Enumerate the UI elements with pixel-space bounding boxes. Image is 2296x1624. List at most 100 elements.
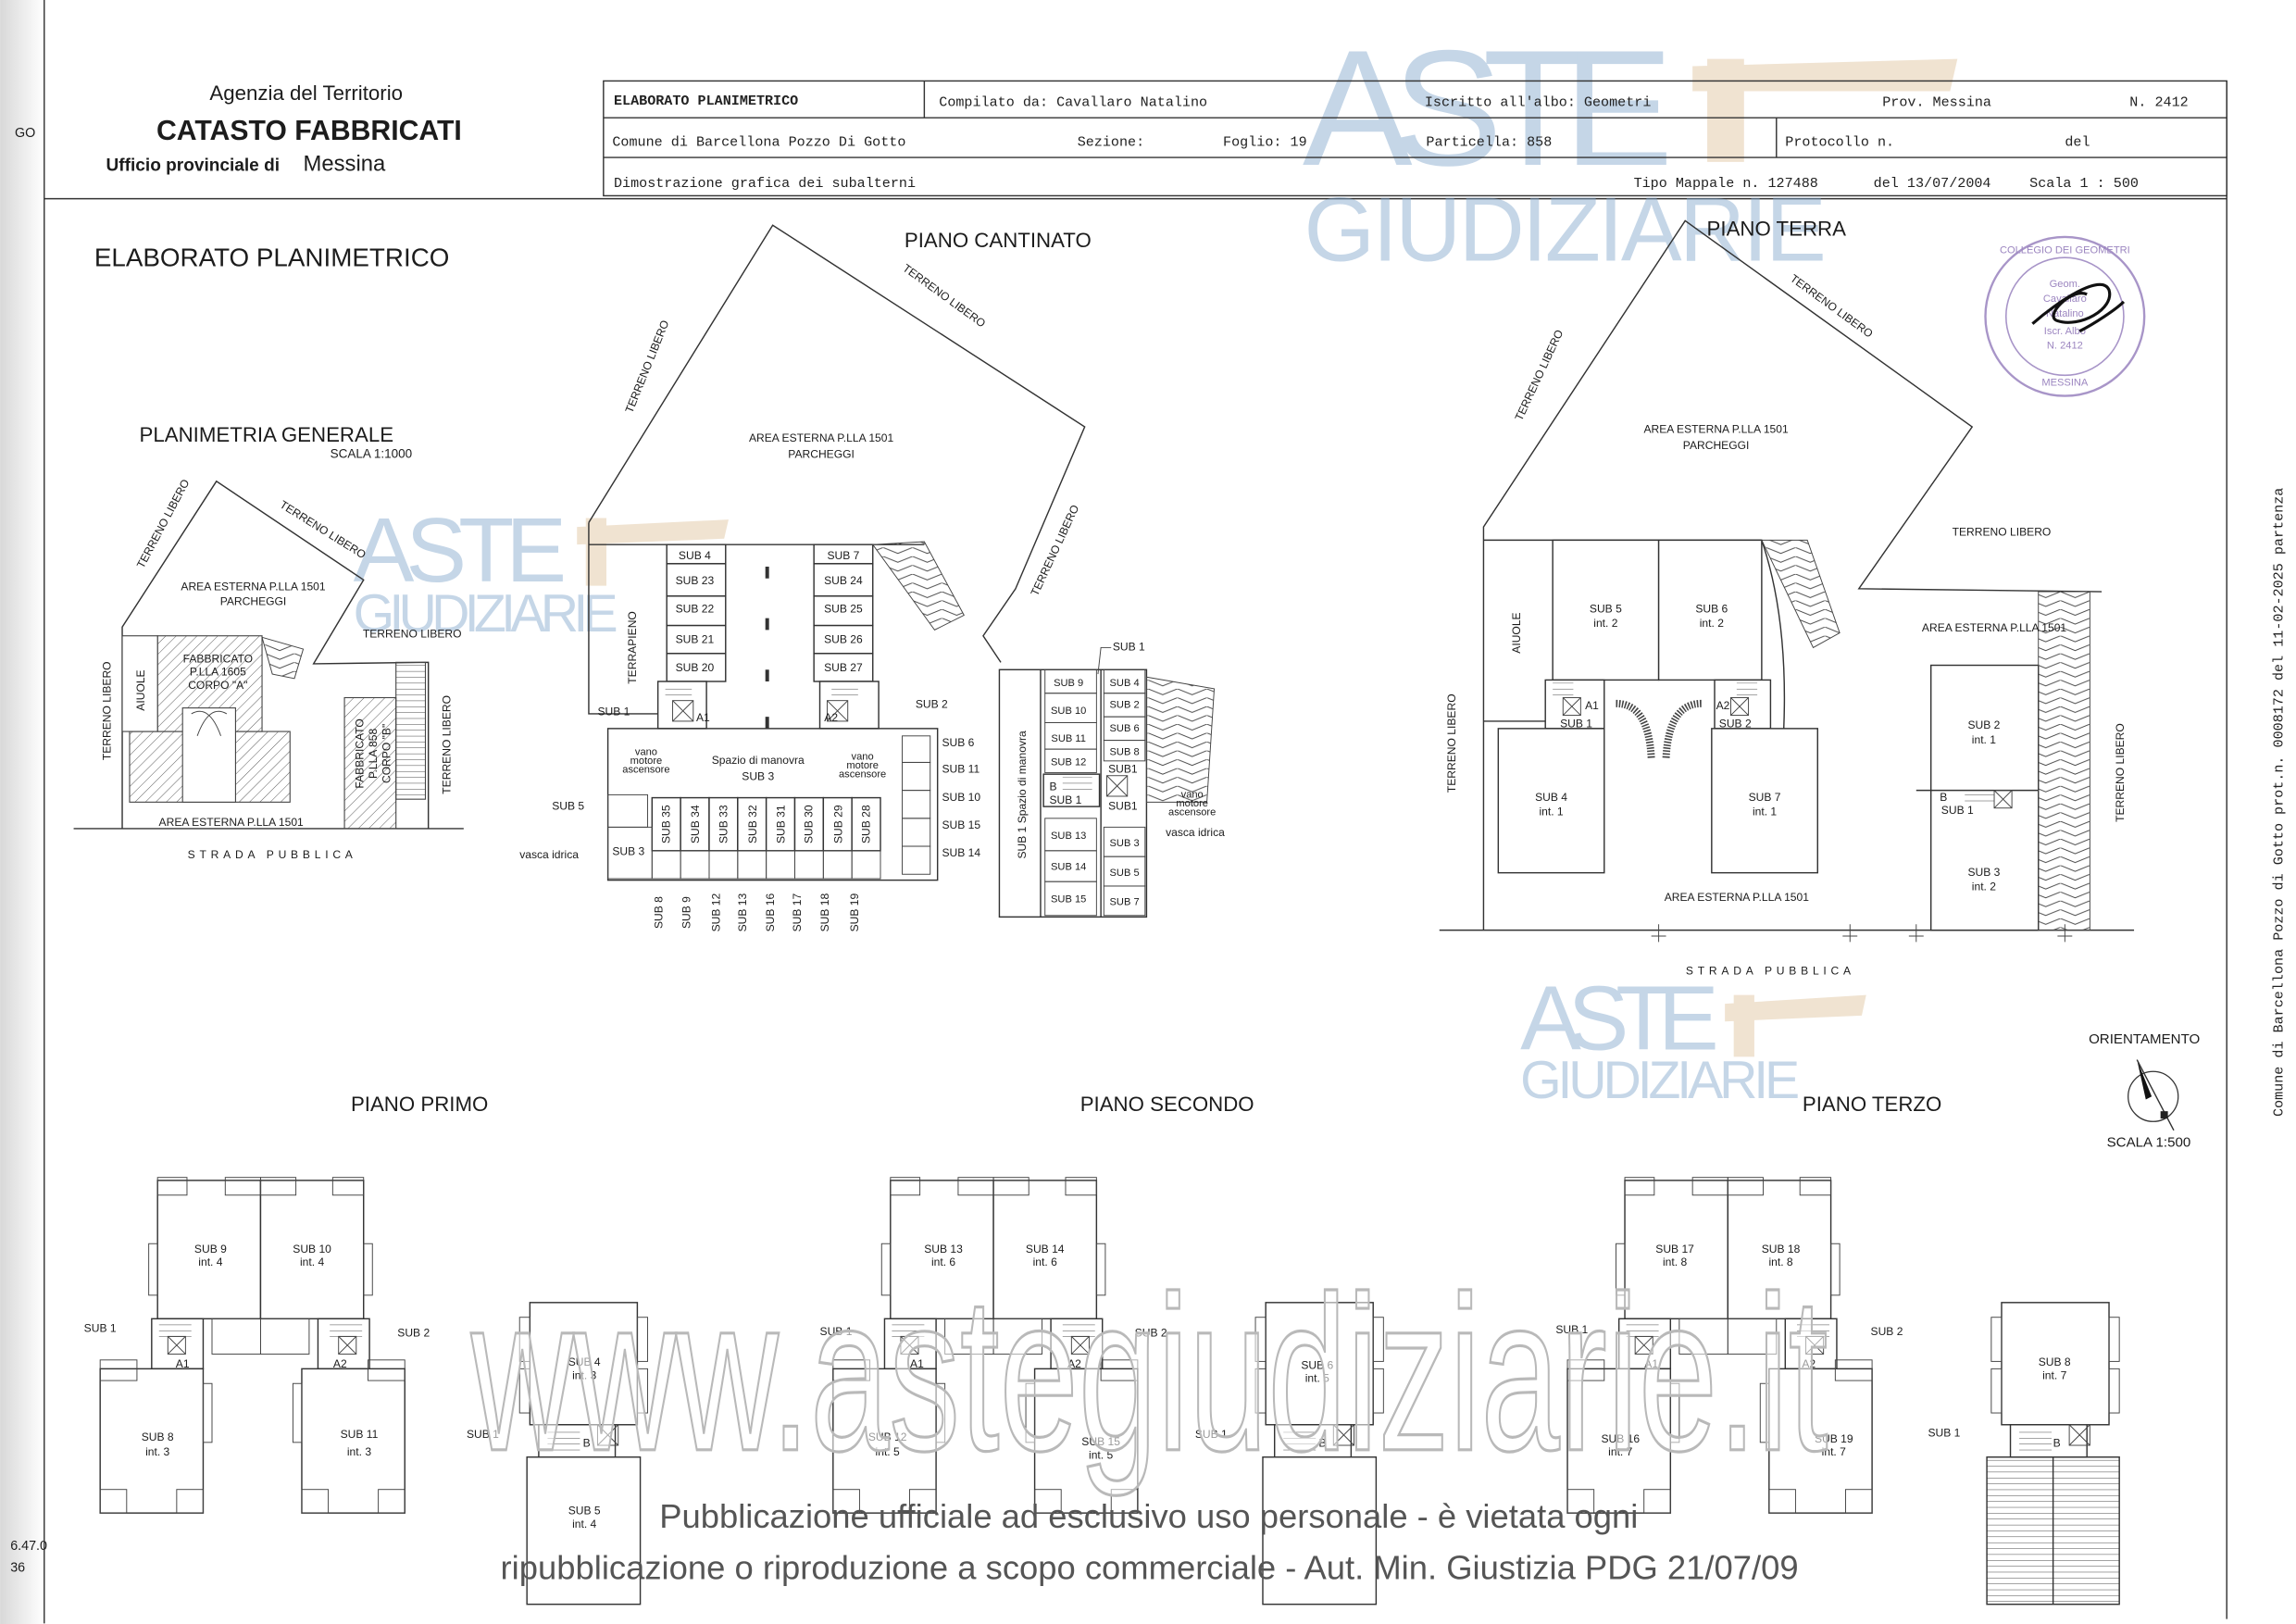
unit-label: SUB 3 [612, 845, 644, 858]
free-land-label: TERRENO LIBERO [2114, 723, 2127, 822]
unit-label: SUB 5 [568, 1505, 601, 1518]
unit-label: SUB 8 [652, 896, 665, 929]
gavel-icon [1692, 58, 1958, 162]
unit-label: SUB 14 [1026, 1243, 1065, 1255]
unit-label: SUB 29 [831, 805, 844, 843]
street-label: STRADA PUBBLICA [1686, 964, 1855, 977]
unit-label: SUB 14 [942, 846, 980, 859]
free-land-label: TERRENO LIBERO [100, 661, 113, 760]
unit-interior: int. 5 [1089, 1448, 1113, 1461]
unit-label: SUB 2 [1110, 700, 1140, 711]
unit-interior: int. 4 [572, 1518, 596, 1530]
unit-label: SUB 11 [942, 763, 980, 776]
svg-text:GIUDIZIARIE: GIUDIZIARIE [354, 584, 618, 643]
watermark-aste-bottom: ASTE GIUDIZIARIE [1520, 967, 1866, 1110]
unit-label: SUB 2 [916, 698, 948, 711]
svg-text:Iscr. Albo: Iscr. Albo [2044, 326, 2086, 337]
free-land-label: TERRENO LIBERO [441, 695, 454, 794]
unit-label: SUB 15 [942, 818, 980, 831]
unit-label: SUB 13 [924, 1243, 963, 1255]
unit-interior: int. 2 [1700, 617, 1724, 630]
signature-icon [2031, 282, 2126, 333]
stair-label: A2 [1802, 1357, 1816, 1370]
info-particella: Particella: 858 [1426, 133, 1552, 150]
parking-label: PARCHEGGI [220, 594, 287, 607]
unit-label: SUB 21 [676, 633, 715, 646]
info-description: Dimostrazione grafica dei subalterni [614, 175, 916, 192]
unit-interior: int. 1 [1539, 806, 1563, 818]
service-name: CATASTO FABBRICATI [156, 116, 462, 146]
unit-label: SUB 16 [764, 893, 777, 931]
unit-label: SUB 15 [1081, 1435, 1120, 1448]
unit-label: SUB 24 [824, 574, 863, 587]
unit-label: SUB 9 [680, 896, 693, 929]
parking-label: PARCHEGGI [1683, 439, 1750, 452]
elevator-room-label: vano [852, 751, 874, 762]
elevator-room-label: ascensore [622, 765, 669, 776]
orientation-label: ORIENTAMENTO [2089, 1031, 2200, 1047]
stair-label: A1 [696, 711, 710, 724]
publication-notice-line1: Pubblicazione ufficiale ad esclusivo uso… [659, 1497, 1638, 1535]
gavel-icon [1725, 994, 1866, 1057]
unit-label: SUB 18 [1762, 1243, 1801, 1255]
ground-floor-title: PIANO TERRA [1707, 217, 1847, 240]
info-table: ELABORATO PLANIMETRICO Compilato da: Cav… [603, 80, 2227, 197]
scan-edge-fragment: 6.47.0 [10, 1539, 47, 1554]
unit-label: SUB 4 [1110, 678, 1140, 689]
unit-label: SUB 18 [818, 893, 831, 931]
water-tank-label: vasca idrica [1166, 826, 1225, 839]
unit-interior: int. 3 [572, 1368, 596, 1381]
unit-label: SUB 19 [1815, 1432, 1853, 1445]
unit-label: SUB 34 [689, 805, 702, 843]
unit-interior: int. 1 [1972, 733, 1996, 746]
unit-interior: int. 8 [1663, 1255, 1687, 1268]
stair-label: B [1049, 781, 1056, 793]
unit-label: SUB 31 [774, 805, 787, 843]
unit-label: SUB 1 [1941, 804, 1974, 817]
info-foglio: Foglio: 19 [1223, 133, 1307, 150]
basement-plan: PIANO CANTINATO TERRENO LIBERO TERRENO L… [519, 224, 1225, 931]
orientation-compass: ORIENTAMENTO SCALA 1:500 [2089, 1031, 2200, 1150]
unit-label: SUB 1 [1113, 641, 1145, 654]
unit-label: SUB 5 [1590, 602, 1622, 615]
parking-label: PARCHEGGI [788, 447, 855, 460]
info-province: Prov. Messina [1882, 94, 1991, 110]
area-label: AREA ESTERNA P.LLA 1501 [159, 816, 305, 829]
stair-label: B [1318, 1437, 1326, 1450]
maneuver-area-label: SUB 3 [742, 770, 774, 783]
info-del: del [2065, 133, 2090, 150]
professional-stamp: COLLEGIO DEI GEOMETRI Geom. Cavallaro Na… [1984, 235, 2146, 397]
info-compiled-by: Compilato da: Cavallaro Natalino [939, 94, 1207, 110]
embankment-label: TERRAPIENO [626, 611, 639, 684]
building-a-label: P.LLA 1605 [190, 666, 246, 679]
free-land-label: TERRENO LIBERO [1029, 503, 1082, 598]
unit-label: SUB 17 [791, 893, 804, 931]
unit-label: SUB 9 [194, 1243, 227, 1255]
unit-label: SUB1 [1108, 763, 1138, 776]
elevator-room-label: motore [846, 760, 879, 771]
stair-label: A1 [1644, 1357, 1658, 1370]
unit-label: SUB 1 [1195, 1428, 1228, 1441]
elevator-room-label: motore [630, 756, 663, 767]
unit-label: SUB 10 [1051, 706, 1086, 717]
free-land-label: TERRENO LIBERO [1788, 272, 1876, 341]
unit-label: SUB 6 [1695, 602, 1728, 615]
unit-label: SUB 4 [679, 549, 711, 562]
gavel-icon [577, 518, 729, 586]
unit-label: SUB 8 [142, 1430, 174, 1443]
unit-label: SUB 13 [1051, 831, 1086, 842]
basement-title: PIANO CANTINATO [905, 229, 1092, 252]
unit-label: SUB 25 [824, 602, 863, 615]
unit-label: SUB 4 [1535, 791, 1567, 804]
unit-label: SUB 3 [1967, 866, 2000, 879]
free-land-label: TERRENO LIBERO [1445, 693, 1458, 793]
third-floor-title: PIANO TERZO [1803, 1093, 1941, 1116]
unit-label: SUB 20 [676, 661, 715, 674]
area-label: AREA ESTERNA P.LLA 1501 [181, 580, 326, 593]
first-floor-plan: PIANO PRIMO SUB 9 int. 4 SUB 10 int. 4 S… [84, 1093, 649, 1605]
unit-label: SUB 1 [1560, 717, 1592, 730]
unit-label: SUB 10 [293, 1243, 331, 1255]
unit-label: SUB 14 [1051, 861, 1086, 872]
unit-label: SUB 26 [824, 633, 863, 646]
unit-interior: int. 2 [1972, 881, 1996, 893]
